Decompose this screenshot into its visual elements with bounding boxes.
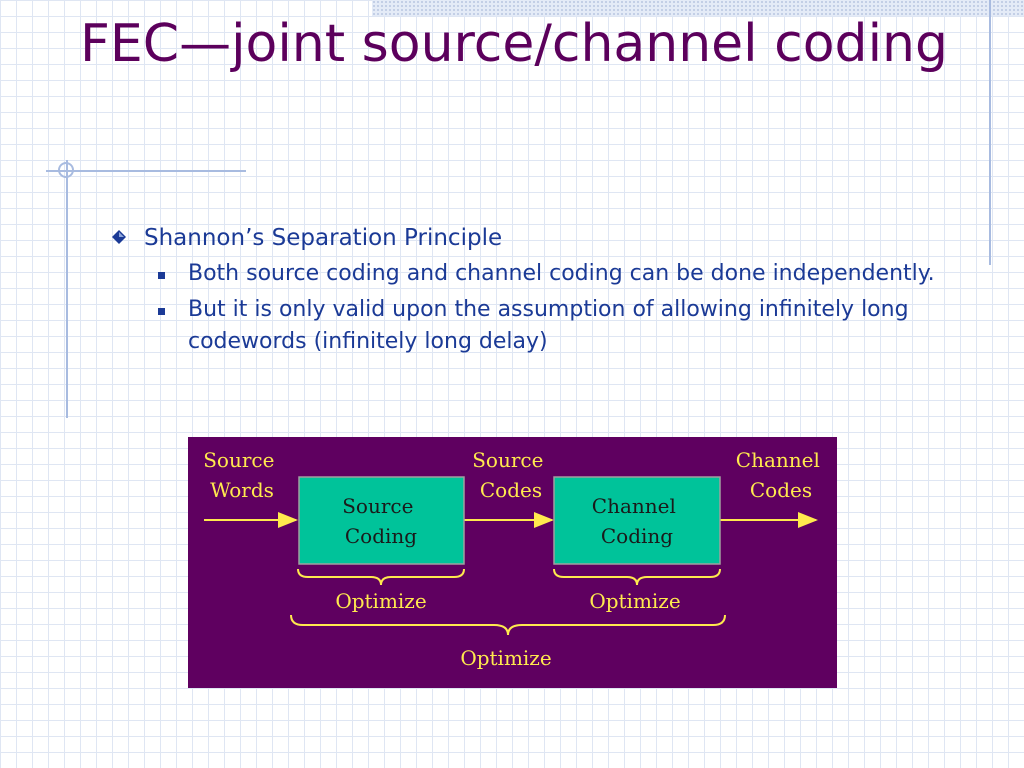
bullet-level2-text: Both source coding and channel coding ca… [188,261,935,286]
bullet-level2-text: But it is only valid upon the assumption… [188,297,909,354]
square-bullet-icon [158,308,165,315]
bullet-list: Shannon’s Separation Principle Both sour… [110,222,970,358]
decorative-circle-mark [58,162,74,178]
source-words-label: Source Words [203,448,281,502]
brace-joint [290,614,726,636]
bullet-level1: Shannon’s Separation Principle [110,222,970,254]
brace-left [297,568,465,586]
diagram-background [188,437,837,688]
bullet-level2: Both source coding and channel coding ca… [158,258,958,290]
slide-title: FEC—joint source/channel coding [80,14,948,74]
decorative-horizontal-line [46,170,246,172]
decorative-vertical-line-left [66,160,68,418]
slide-title-text: FEC—joint source/channel coding [80,14,948,74]
bullet-level2: But it is only valid upon the assumption… [158,294,958,358]
channel-codes-label: Channel Codes [736,448,826,502]
bullet-level1-text: Shannon’s Separation Principle [144,225,503,251]
source-codes-label: Source Codes [472,448,550,502]
source-coding-box-label: Source Coding [342,494,420,548]
channel-coding-box-label: Channel Coding [592,494,682,548]
brace-right [553,568,721,586]
header-decorative-band [372,0,1024,16]
square-bullet-icon [158,272,165,279]
diamond-bullet-icon [112,230,126,244]
channel-coding-box [553,476,721,565]
optimize-joint-label: Optimize [460,646,551,670]
source-coding-box [298,476,465,565]
coding-diagram: Source Words Source Codes Channel Codes … [188,437,837,688]
optimize-right-label: Optimize [589,589,680,613]
decorative-vertical-line-right [989,0,991,265]
optimize-left-label: Optimize [335,589,426,613]
